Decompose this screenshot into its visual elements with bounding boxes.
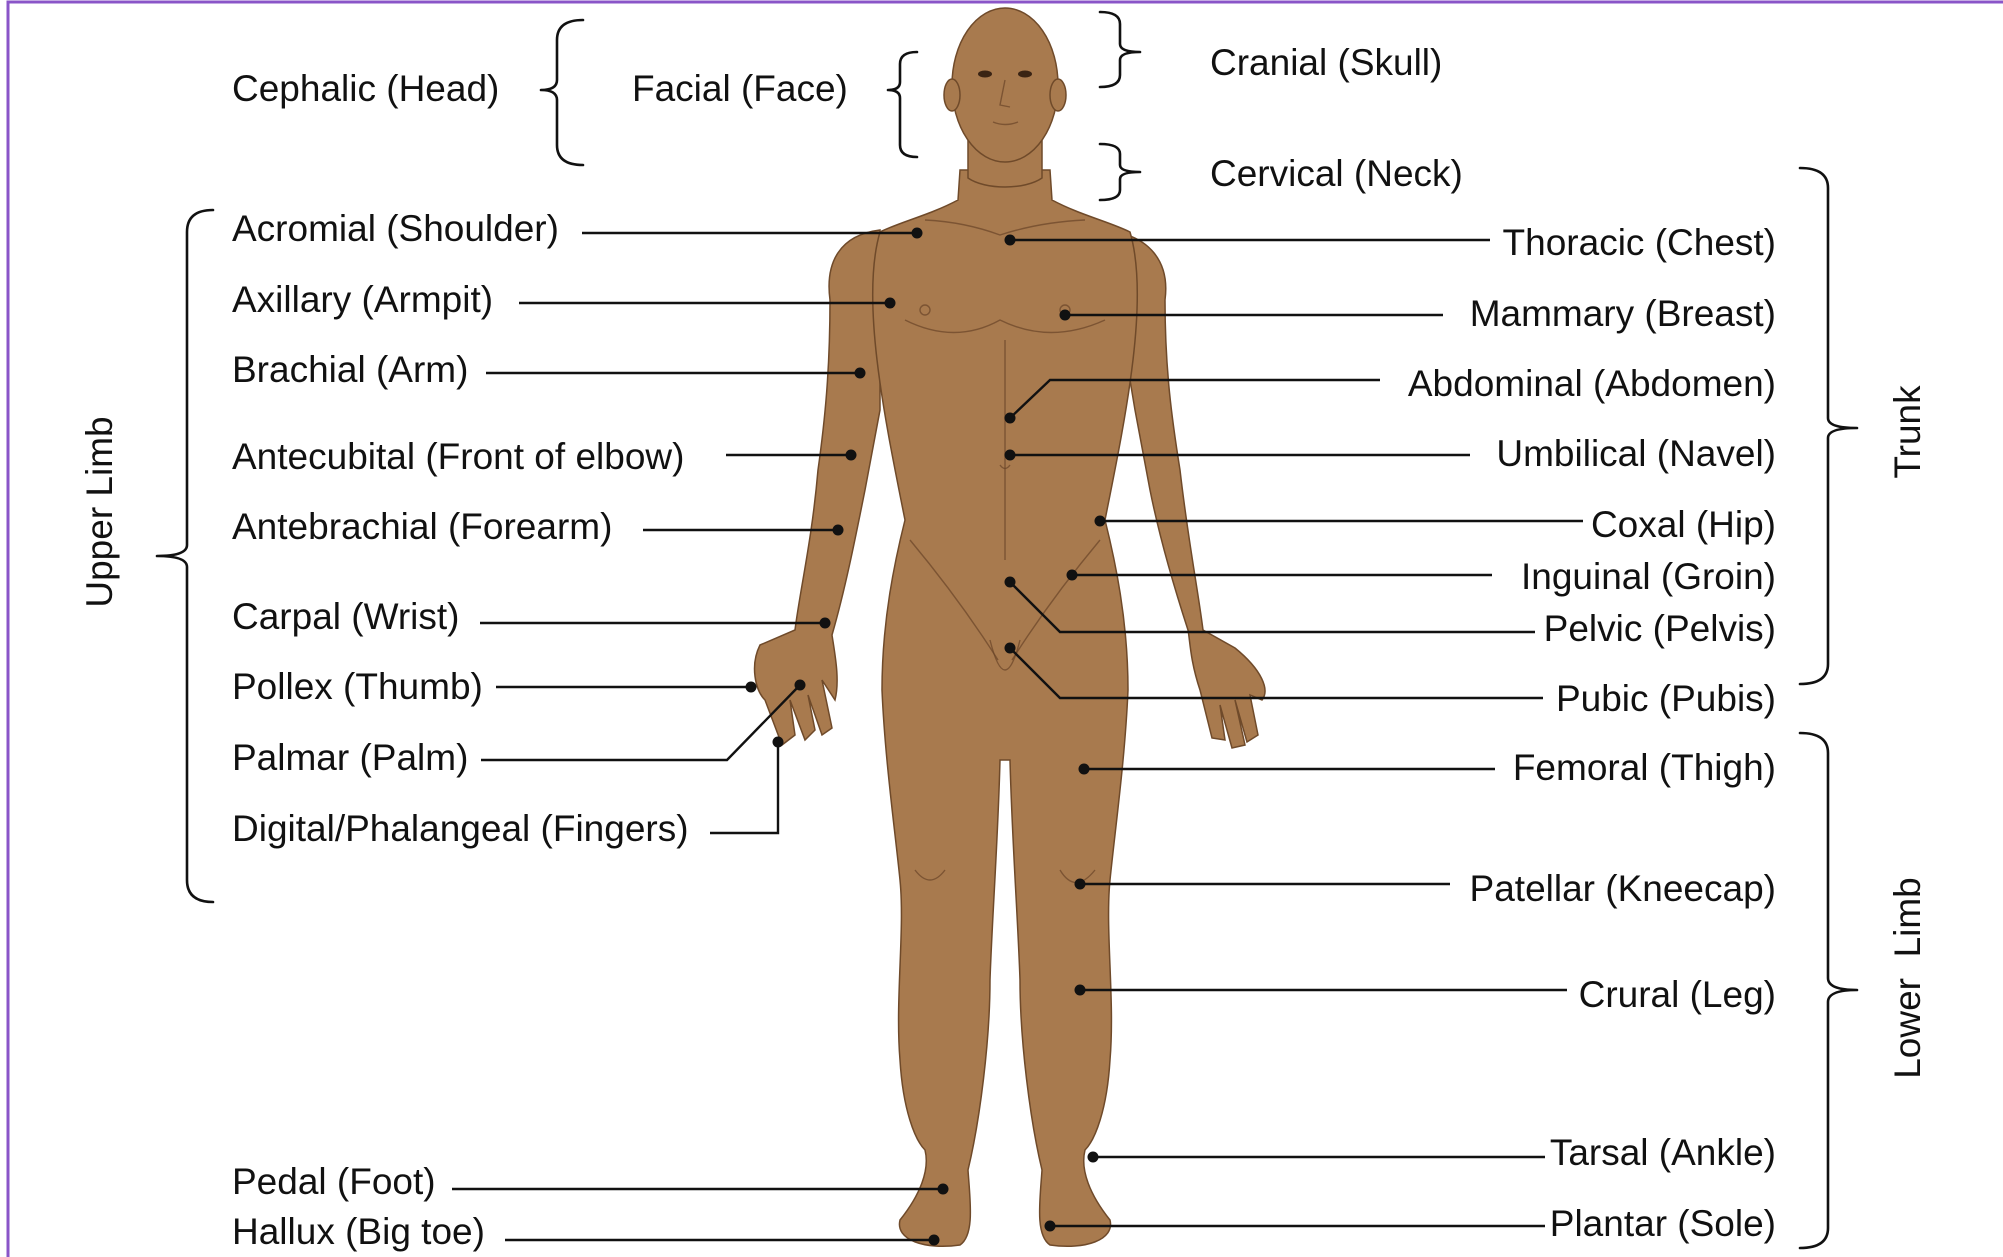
point-mammary — [1060, 310, 1071, 321]
label-palmar: Palmar (Palm) — [232, 737, 468, 778]
point-antecubital — [846, 450, 857, 461]
point-pubic — [1005, 643, 1016, 654]
point-coxal — [1095, 516, 1106, 527]
point-plantar — [1045, 1221, 1056, 1232]
label-mammary: Mammary (Breast) — [1470, 293, 1776, 334]
group-label-trunk: Trunk — [1887, 385, 1928, 479]
point-thoracic — [1005, 235, 1016, 246]
label-inguinal: Inguinal (Groin) — [1521, 556, 1776, 597]
label-cervical: Cervical (Neck) — [1210, 153, 1463, 194]
label-tarsal: Tarsal (Ankle) — [1550, 1132, 1776, 1173]
point-palmar — [795, 680, 806, 691]
label-femoral: Femoral (Thigh) — [1513, 747, 1776, 788]
point-carpal — [820, 618, 831, 629]
point-antebrachial — [833, 525, 844, 536]
label-crural: Crural (Leg) — [1579, 974, 1776, 1015]
point-abdominal — [1005, 413, 1016, 424]
label-patellar: Patellar (Kneecap) — [1470, 868, 1776, 909]
label-axillary: Axillary (Armpit) — [232, 279, 493, 320]
label-thoracic: Thoracic (Chest) — [1503, 222, 1776, 263]
label-pelvic: Pelvic (Pelvis) — [1544, 608, 1776, 649]
point-femoral — [1079, 764, 1090, 775]
point-crural — [1075, 985, 1086, 996]
label-digital: Digital/Phalangeal (Fingers) — [232, 808, 689, 849]
right-ear — [1050, 79, 1066, 111]
label-pollex: Pollex (Thumb) — [232, 666, 483, 707]
label-pedal: Pedal (Foot) — [232, 1161, 436, 1202]
point-inguinal — [1067, 570, 1078, 581]
left-eye — [978, 71, 992, 78]
label-hallux: Hallux (Big toe) — [232, 1211, 485, 1252]
point-hallux — [929, 1235, 940, 1246]
label-brachial: Brachial (Arm) — [232, 349, 468, 390]
point-pollex — [746, 682, 757, 693]
point-patellar — [1075, 879, 1086, 890]
label-pubic: Pubic (Pubis) — [1556, 678, 1776, 719]
label-antecubital: Antecubital (Front of elbow) — [232, 436, 684, 477]
point-brachial — [855, 368, 866, 379]
group-label-lower-limb: Lower Limb — [1887, 877, 1928, 1079]
group-label-upper-limb: Upper Limb — [79, 416, 120, 607]
point-pedal — [938, 1184, 949, 1195]
label-carpal: Carpal (Wrist) — [232, 596, 460, 637]
point-tarsal — [1088, 1152, 1099, 1163]
head — [952, 8, 1058, 162]
label-acromial: Acromial (Shoulder) — [232, 208, 559, 249]
point-digital — [773, 737, 784, 748]
right-eye — [1018, 71, 1032, 78]
label-plantar: Plantar (Sole) — [1550, 1203, 1776, 1244]
label-abdominal: Abdominal (Abdomen) — [1408, 363, 1776, 404]
label-coxal: Coxal (Hip) — [1591, 504, 1776, 545]
label-umbilical: Umbilical (Navel) — [1496, 433, 1776, 474]
point-axillary — [885, 298, 896, 309]
left-ear — [944, 79, 960, 111]
label-cranial: Cranial (Skull) — [1210, 42, 1442, 83]
point-pelvic — [1005, 577, 1016, 588]
label-facial: Facial (Face) — [632, 68, 848, 109]
point-umbilical — [1005, 450, 1016, 461]
label-antebrachial: Antebrachial (Forearm) — [232, 506, 612, 547]
point-acromial — [912, 228, 923, 239]
label-cephalic: Cephalic (Head) — [232, 68, 499, 109]
